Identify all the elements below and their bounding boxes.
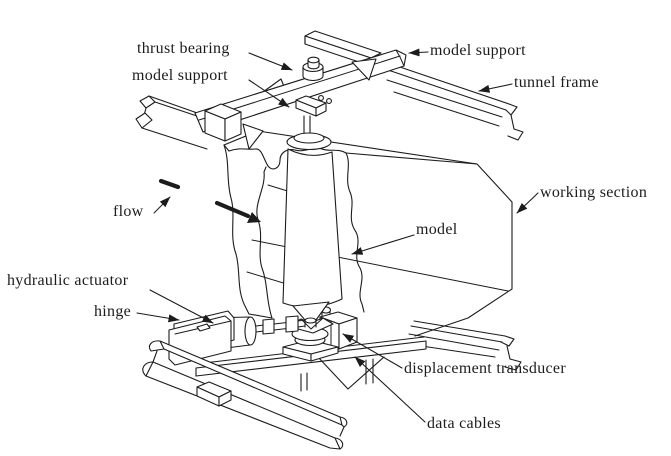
label-thrust-bearing: thrust bearing [137, 40, 230, 57]
flow-small-arrow [153, 196, 171, 214]
label-model-support-top: model support [132, 67, 228, 84]
label-model-support-right: model support [430, 42, 526, 59]
leader-displacement-transducer [342, 333, 403, 369]
flow-dash [158, 178, 181, 190]
label-hydraulic-actuator: hydraulic actuator [7, 272, 129, 289]
leader-model-support-top [248, 79, 290, 108]
leader-tunnel-frame [478, 83, 513, 93]
data-cables-drawing [300, 358, 374, 392]
leader-hinge [136, 312, 180, 323]
label-data-cables: data cables [427, 415, 501, 432]
working-section-drawing [223, 130, 513, 337]
label-hinge: hinge [94, 303, 132, 320]
leader-model-support-right [408, 48, 429, 57]
leader-lines [136, 48, 539, 423]
model-support-clamp [295, 95, 332, 140]
leader-thrust-bearing [248, 52, 293, 71]
bottom-rail [142, 340, 348, 450]
flow-bold-arrow-shaft [214, 200, 251, 219]
torn-flap [316, 355, 385, 390]
label-flow: flow [113, 203, 144, 220]
model-drawing [282, 132, 343, 308]
label-displacement-transducer: displacement transducer [404, 360, 566, 377]
model-support-back-beam [304, 30, 382, 67]
leader-working-section [516, 192, 539, 214]
leader-hydraulic-actuator [149, 289, 214, 324]
tunnel-frame-right-beam [386, 63, 524, 141]
label-tunnel-frame: tunnel frame [514, 74, 599, 91]
flow-arrows [153, 178, 261, 223]
flow-bold-arrowhead [247, 212, 261, 223]
leader-model [351, 234, 415, 255]
hinge-drawing [168, 310, 235, 366]
thrust-bearing-drawing [302, 56, 324, 82]
displacement-transducer-drawing [319, 306, 358, 350]
leader-data-cables [354, 356, 426, 423]
beam-junction-block [204, 103, 264, 150]
beam-gusset-right [351, 58, 377, 81]
label-working-section: working section [540, 184, 648, 201]
label-model: model [416, 221, 458, 238]
